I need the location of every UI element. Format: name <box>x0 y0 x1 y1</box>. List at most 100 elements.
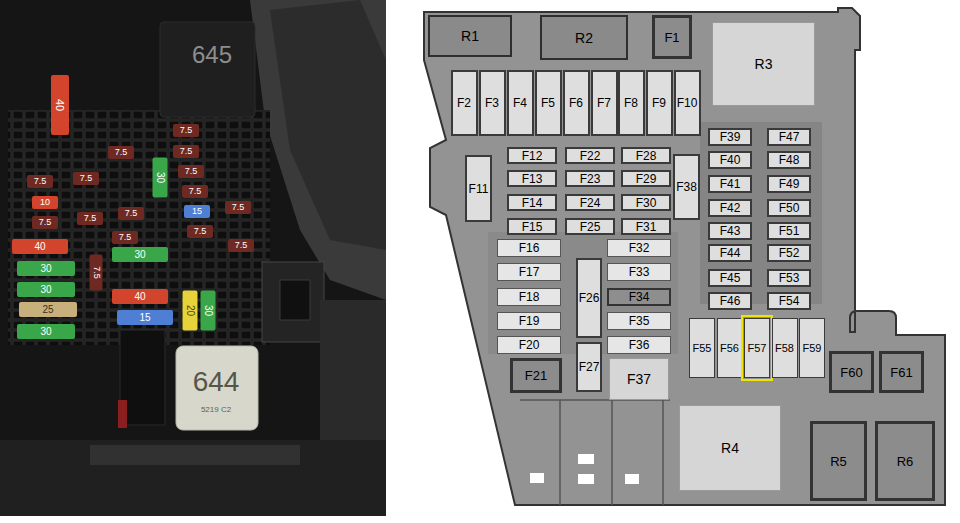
relay-box: R1 <box>428 15 512 57</box>
fuse-slot: F46 <box>708 292 752 310</box>
fuse-slot: F26 <box>576 258 603 338</box>
fuse-rating: 30 <box>17 282 75 297</box>
fuse-slot: F7 <box>591 70 618 136</box>
fuse-rating: 7.5 <box>108 146 134 159</box>
fuse-label: F36 <box>629 339 650 351</box>
fuse-rating: 7.5 <box>90 254 103 290</box>
fuse-label: F2 <box>457 97 471 109</box>
fuse-label: F15 <box>522 221 543 233</box>
slot <box>625 474 639 484</box>
fuse-slot: F39 <box>708 128 752 146</box>
fuse-slot: F30 <box>621 194 671 211</box>
fuse-grid <box>8 110 270 345</box>
fuse-label: R1 <box>461 29 479 43</box>
fuse-slot: F45 <box>708 269 752 287</box>
fuse-label: F17 <box>519 266 540 278</box>
fuse-rating: 7.5 <box>228 239 254 252</box>
fuse-slot: F29 <box>621 170 671 187</box>
fuse-slot: F58 <box>772 318 798 378</box>
fuse-label: F28 <box>636 150 657 162</box>
fuse-label: F44 <box>720 247 741 259</box>
fuse-slot: F43 <box>708 222 752 240</box>
fuse-rating: 7.5 <box>77 212 103 225</box>
fuse-label: F51 <box>779 225 800 237</box>
fuse-label: F6 <box>569 97 583 109</box>
fuse-slot: F34 <box>607 288 671 306</box>
fuse-slot: F14 <box>507 194 557 211</box>
fuse-slot: F19 <box>497 312 561 330</box>
fuse-label: F31 <box>636 221 657 233</box>
fuse-slot: F8 <box>618 70 645 136</box>
fuse-slot: F5 <box>535 70 562 136</box>
fuse-rating: 10 <box>32 196 58 209</box>
fuse-label: F46 <box>720 295 741 307</box>
fuse-label: F59 <box>803 343 822 354</box>
fuse-label: F30 <box>636 197 657 209</box>
fuse-slot: F49 <box>767 175 811 193</box>
fuse-slot: F25 <box>565 218 615 235</box>
fuse-slot: F11 <box>465 155 492 222</box>
fuse-label: F24 <box>580 197 601 209</box>
fuse-slot: F53 <box>767 269 811 287</box>
fuse-label: R4 <box>721 441 739 455</box>
fuse-label: R3 <box>755 57 773 71</box>
fuse-label: F61 <box>890 366 912 379</box>
fuse-label: F13 <box>522 173 543 185</box>
fuse-rating: 40 <box>51 75 69 135</box>
fuse-label: F9 <box>652 97 666 109</box>
fuse-slot: F44 <box>708 244 752 262</box>
fuse-label: F10 <box>677 97 698 109</box>
fuse-label: F33 <box>629 266 650 278</box>
fuse-slot: F9 <box>646 70 673 136</box>
fuse-slot: F42 <box>708 199 752 217</box>
relay-number: 645 <box>180 40 244 70</box>
fuse-slot: F35 <box>607 312 671 330</box>
photo-ground <box>0 0 386 516</box>
slot <box>530 473 544 483</box>
fuse-label: F14 <box>522 197 543 209</box>
fuse-box: R6 <box>875 421 935 501</box>
divider <box>611 400 613 505</box>
relay-block <box>160 22 255 117</box>
fuse-box-housing <box>424 8 945 505</box>
fuse-label: F7 <box>597 97 611 109</box>
fuse-label: F34 <box>629 291 650 303</box>
fuse-slot: F13 <box>507 170 557 187</box>
fuse-label: F11 <box>469 183 489 195</box>
fuse-slot: F47 <box>767 128 811 146</box>
divider <box>559 400 561 505</box>
fuse-label: F27 <box>579 361 600 373</box>
slot <box>578 454 594 464</box>
fuse-rating: 40 <box>12 239 68 254</box>
fuse-label: F48 <box>779 154 800 166</box>
fuse-rating: 25 <box>19 302 77 317</box>
fuse-label: F29 <box>636 173 657 185</box>
fuse-label: F8 <box>624 97 638 109</box>
fuse-label: F18 <box>519 291 540 303</box>
fuse-label: F23 <box>580 173 601 185</box>
fuse-rating: 30 <box>17 261 75 276</box>
fuse-slot: F18 <box>497 288 561 306</box>
fuse-rating: 7.5 <box>178 165 204 178</box>
fuse-slot: F55 <box>689 318 715 378</box>
fuse-label: F50 <box>779 202 800 214</box>
fuse-slot: F3 <box>479 70 506 136</box>
fuse-label: F35 <box>629 315 650 327</box>
fuse-rating: 30 <box>112 247 168 262</box>
fuse-rating: 15 <box>117 310 173 325</box>
fuse-rating: 7.5 <box>173 145 199 158</box>
relay-body <box>176 346 258 430</box>
fuse-label: F4 <box>513 97 527 109</box>
fuse-box: F1 <box>652 15 692 59</box>
fuse-label: F26 <box>579 292 600 304</box>
fuse-slot: F40 <box>708 151 752 169</box>
fuse-label: F41 <box>720 178 741 190</box>
fuse-slot: F50 <box>767 199 811 217</box>
clip <box>118 400 127 428</box>
relay-box: R3 <box>712 22 815 106</box>
fuse-rating: 15 <box>184 205 210 218</box>
fuse-slot: F24 <box>565 194 615 211</box>
fuse-label: F1 <box>664 31 679 44</box>
fuse-rating: 7.5 <box>182 185 208 198</box>
fuse-label: F47 <box>779 131 800 143</box>
